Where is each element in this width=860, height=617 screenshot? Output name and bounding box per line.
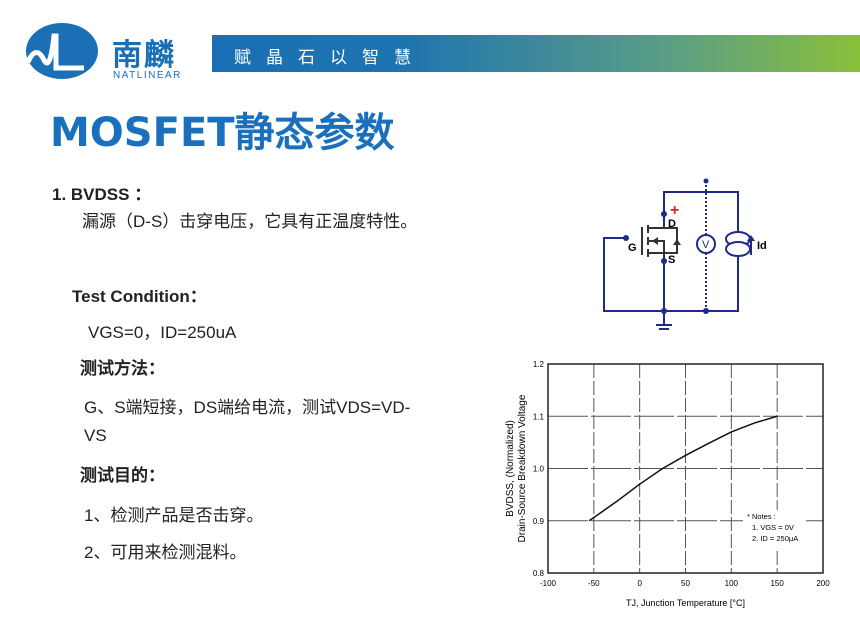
slogan-banner: 赋晶石以智慧 xyxy=(212,35,860,72)
x-tick-label: 150 xyxy=(770,579,784,588)
logo-text-en: NATLINEAR xyxy=(113,70,182,81)
y-tick-label: 1.0 xyxy=(533,465,545,474)
y-tick-label: 1.1 xyxy=(533,412,545,421)
y-axis-label-line1: BVDSS, (Normalized) xyxy=(505,420,516,517)
test-circuit-diagram: G D S V Id + xyxy=(603,178,767,330)
y-tick-label: 0.8 xyxy=(533,569,545,578)
chart-note: 1. VGS = 0V xyxy=(752,523,794,532)
plus-sign: + xyxy=(670,202,679,219)
x-axis-label: TJ, Junction Temperature [°C] xyxy=(626,598,745,608)
x-tick-label: 100 xyxy=(725,579,739,588)
bvdss-temperature-chart: -100 -50 0 50 100 150 200 0.8 0.9 1.0 1.1 1.2TJ, Ju… xyxy=(505,360,830,608)
source-label: S xyxy=(668,254,675,266)
x-tick-label: -50 xyxy=(588,579,600,588)
gate-label: G xyxy=(628,242,637,254)
y-tick-label: 0.9 xyxy=(533,517,545,526)
y-tick-label: 1.2 xyxy=(533,360,545,369)
method-label: 测试方法： xyxy=(80,359,165,378)
current-label: Id xyxy=(757,240,767,252)
logo-text-cn: 南麟 xyxy=(112,38,176,73)
purpose-label: 测试目的： xyxy=(80,466,165,485)
item1-desc: 漏源（D-S）击穿电压，它具有正温度特性。 xyxy=(82,212,418,231)
y-axis-label-line2: Drain-Source Breakdown Voltage xyxy=(517,394,528,542)
method-line1: G、S端短接，DS端给电流，测试VDS=VD- xyxy=(84,398,411,417)
method-line2: VS xyxy=(84,426,107,445)
x-tick-label: -100 xyxy=(540,579,557,588)
item1-title: 1. BVDSS ： xyxy=(52,185,152,204)
drain-label: D xyxy=(668,218,676,230)
test-condition-value: VGS=0，ID=250uA xyxy=(88,323,237,342)
x-tick-label: 0 xyxy=(637,579,642,588)
natlinear-logo-icon xyxy=(25,23,98,79)
x-tick-label: 200 xyxy=(816,579,830,588)
notes-background xyxy=(743,510,805,550)
page-title: MOSFET静态参数 xyxy=(50,110,395,156)
x-tick-label: 50 xyxy=(681,579,690,588)
slogan: 赋晶石以智慧 xyxy=(234,48,426,68)
plot-frame xyxy=(547,363,824,574)
chart-note: 2. ID = 250μA xyxy=(752,534,798,543)
voltmeter-label: V xyxy=(702,239,710,251)
purpose-2: 2、可用来检测混料。 xyxy=(84,543,247,562)
test-condition-label: Test Condition： xyxy=(72,287,207,306)
chart-note: * Notes : xyxy=(747,512,776,521)
series-line-bvdss xyxy=(588,415,778,522)
purpose-1: 1、检测产品是否击穿。 xyxy=(84,506,264,525)
